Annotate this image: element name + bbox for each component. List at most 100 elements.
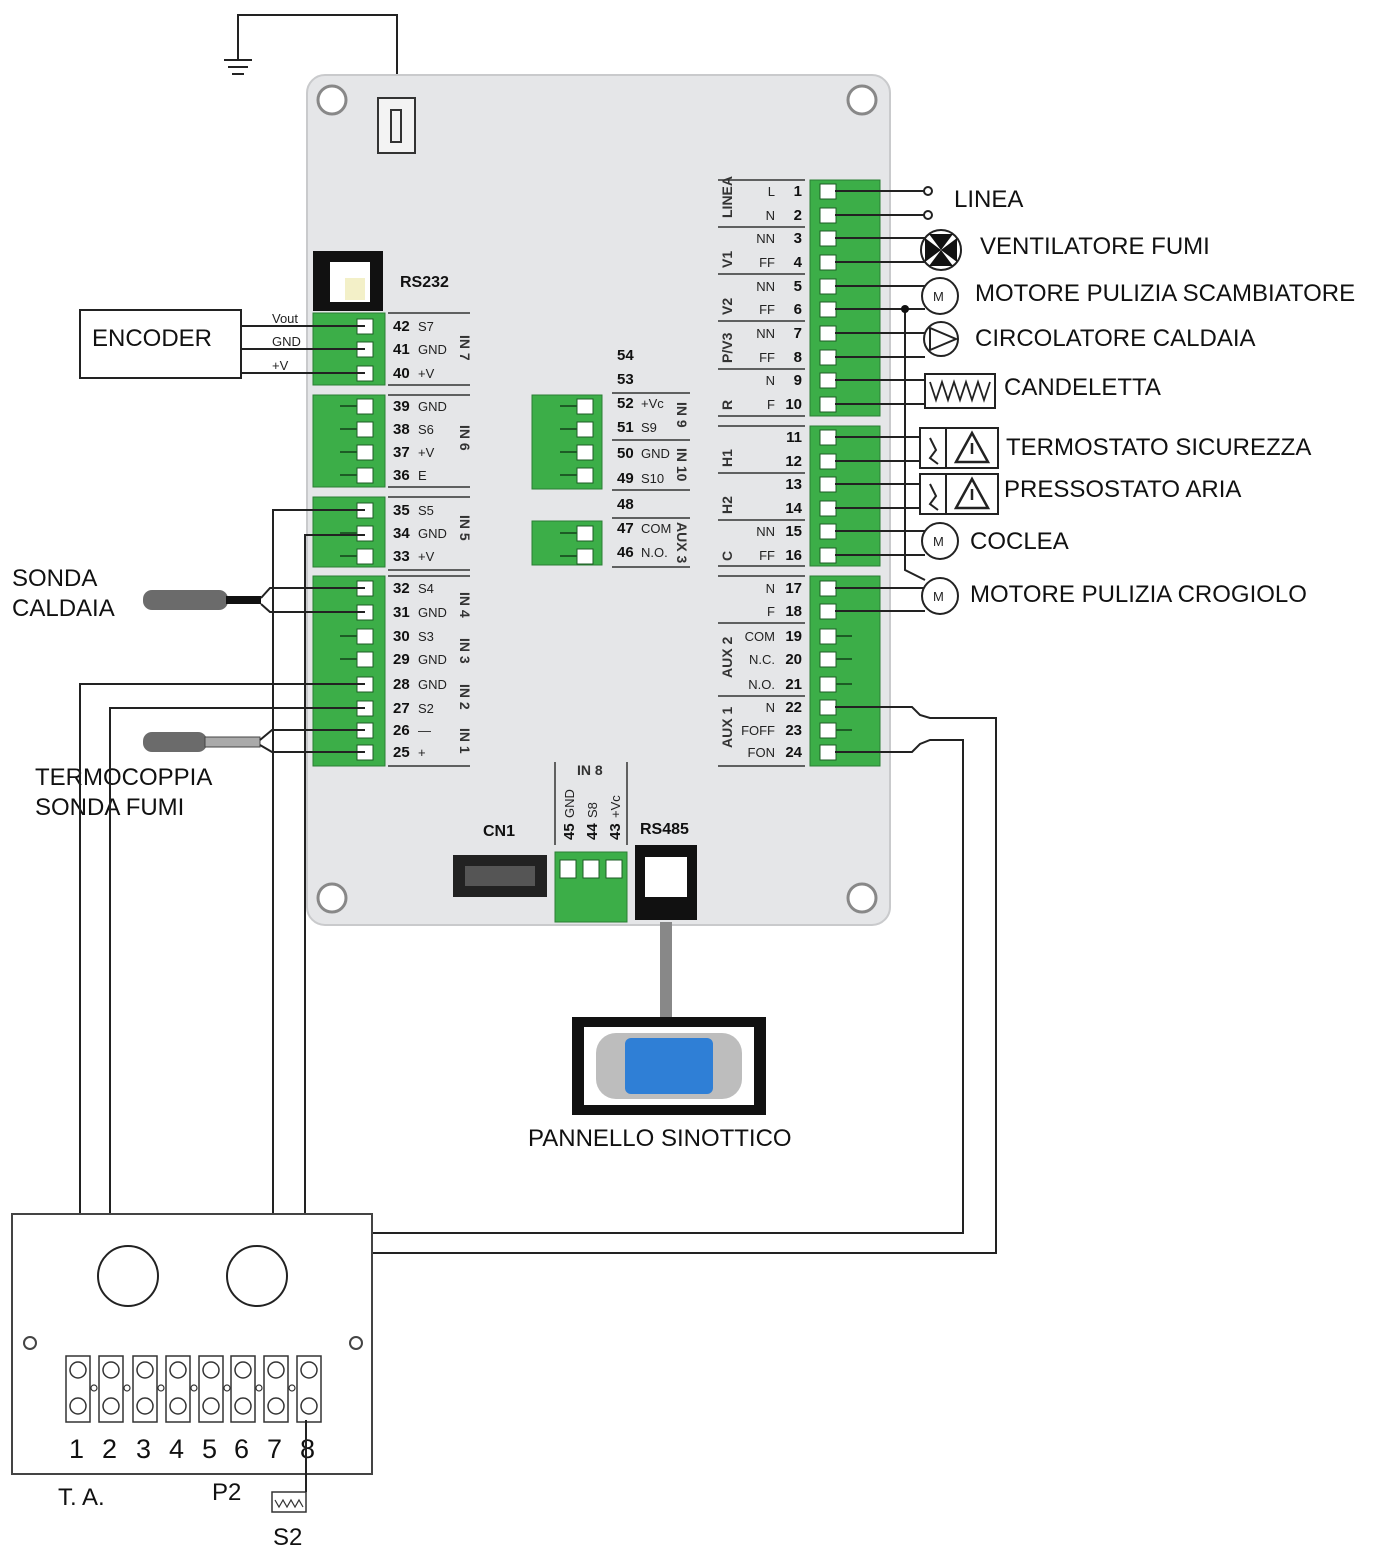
pin-number: 35 — [393, 502, 410, 519]
pin-name: N — [766, 373, 775, 388]
pin-number: 5 — [794, 278, 802, 295]
pin-number: 34 — [393, 525, 410, 542]
screw-hole-icon — [349, 1336, 363, 1350]
in8-label: IN 8 — [577, 762, 603, 778]
pin-name: GND — [418, 605, 447, 620]
resistor-icon — [271, 1491, 307, 1513]
screw-terminal — [819, 325, 837, 342]
encoder-wire-v: +V — [272, 358, 289, 373]
pin-number: 10 — [785, 396, 802, 413]
pin-name: N — [766, 581, 775, 596]
terminal-number: 8 — [300, 1434, 315, 1464]
group-label: R — [719, 400, 735, 410]
ground-icon — [224, 14, 398, 112]
pin-number: 22 — [785, 699, 802, 716]
group-in9: IN 9 — [674, 402, 690, 428]
pin-number: 27 — [393, 700, 410, 717]
screw-terminal — [819, 523, 837, 540]
pin-name: NN — [756, 524, 775, 539]
screw-terminal — [819, 207, 837, 224]
pin-name: S10 — [641, 471, 664, 486]
pin-number: 17 — [785, 580, 802, 597]
screw-terminal — [356, 628, 374, 645]
screw-terminal — [356, 651, 374, 668]
pin-name: +V — [418, 549, 435, 564]
rs232-label: RS232 — [400, 274, 449, 291]
fan-icon — [920, 229, 962, 271]
pin-number: 54 — [617, 347, 634, 364]
pin-name: FF — [759, 302, 775, 317]
screw-terminal — [819, 651, 837, 668]
screw-terminal — [819, 254, 837, 271]
group-in3: IN 3 — [457, 638, 473, 664]
pin-number: 11 — [786, 429, 802, 446]
pin-number: 47 — [617, 520, 634, 537]
pin-name: S4 — [418, 581, 434, 596]
pin-number: 30 — [393, 628, 410, 645]
pin-number: 16 — [785, 547, 802, 564]
group-in2: IN 2 — [457, 684, 473, 710]
pin-name: E — [418, 468, 427, 483]
screw-terminal — [356, 398, 374, 415]
screw-terminal — [819, 628, 837, 645]
terminal-block-right-2 — [809, 425, 881, 567]
termocoppia-label-1: TERMOCOPPIA — [35, 764, 212, 791]
pin-number: 25 — [393, 744, 410, 761]
pin-number: 21 — [785, 676, 802, 693]
mid-screw-terminals — [560, 398, 594, 565]
pin-number: 13 — [785, 476, 802, 493]
screw-terminal — [819, 699, 837, 716]
pin-number: 24 — [785, 744, 802, 761]
pin-number: 52 — [617, 395, 634, 412]
in8-screws — [559, 859, 623, 879]
screw-terminal — [576, 525, 594, 542]
screw-hole-icon — [23, 1336, 37, 1350]
pressure-switch-icon — [919, 473, 999, 515]
panel-label: PANNELLO SINOTTICO — [528, 1125, 792, 1152]
pin-number: 26 — [393, 722, 410, 739]
pin-number: 41 — [393, 341, 410, 358]
pin-name: NN — [756, 231, 775, 246]
pin-name: F — [767, 604, 775, 619]
pin-name: N.O. — [748, 677, 775, 692]
pump-icon — [923, 321, 959, 357]
pin-name: FF — [759, 350, 775, 365]
encoder-wire-gnd: GND — [272, 334, 301, 349]
screw-terminal — [819, 500, 837, 517]
pin-name: FF — [759, 548, 775, 563]
wiring-left — [79, 509, 365, 1475]
label-motore-crogiolo: MOTORE PULIZIA CROGIOLO — [970, 581, 1307, 608]
group-label: AUX 2 — [719, 637, 735, 678]
pin-name: NN — [756, 279, 775, 294]
group-in7: IN 7 — [457, 335, 473, 361]
screw-terminal — [576, 421, 594, 438]
pin-number: 15 — [785, 523, 802, 540]
label-motore-scambiatore: MOTORE PULIZIA SCAMBIATORE — [975, 280, 1355, 307]
screw-terminal — [819, 744, 837, 761]
motor-icon: M — [921, 277, 959, 315]
pin-name: L — [768, 184, 775, 199]
screw-terminal — [356, 548, 374, 565]
label-circolatore: CIRCOLATORE CALDAIA — [975, 325, 1256, 352]
pin-number: 2 — [794, 207, 802, 224]
pin-number: 38 — [393, 421, 410, 438]
pin-name: GND — [418, 677, 447, 692]
pin-name: + — [418, 745, 426, 760]
pin-name: — — [418, 723, 431, 738]
label-ventilatore: VENTILATORE FUMI — [980, 233, 1210, 260]
rs232-port — [313, 251, 383, 311]
panel-cable — [660, 922, 672, 1017]
terminal-number: 2 — [102, 1434, 117, 1464]
pin-number: 42 — [393, 318, 410, 335]
pin-name: +Vc — [608, 795, 623, 818]
group-in1: IN 1 — [457, 728, 473, 754]
pin-number: 33 — [393, 548, 410, 565]
screw-terminal — [356, 525, 374, 542]
group-in4: IN 4 — [457, 592, 473, 618]
pin-name: COM — [641, 521, 671, 536]
pin-name: NN — [756, 326, 775, 341]
group-label: V1 — [719, 251, 735, 268]
